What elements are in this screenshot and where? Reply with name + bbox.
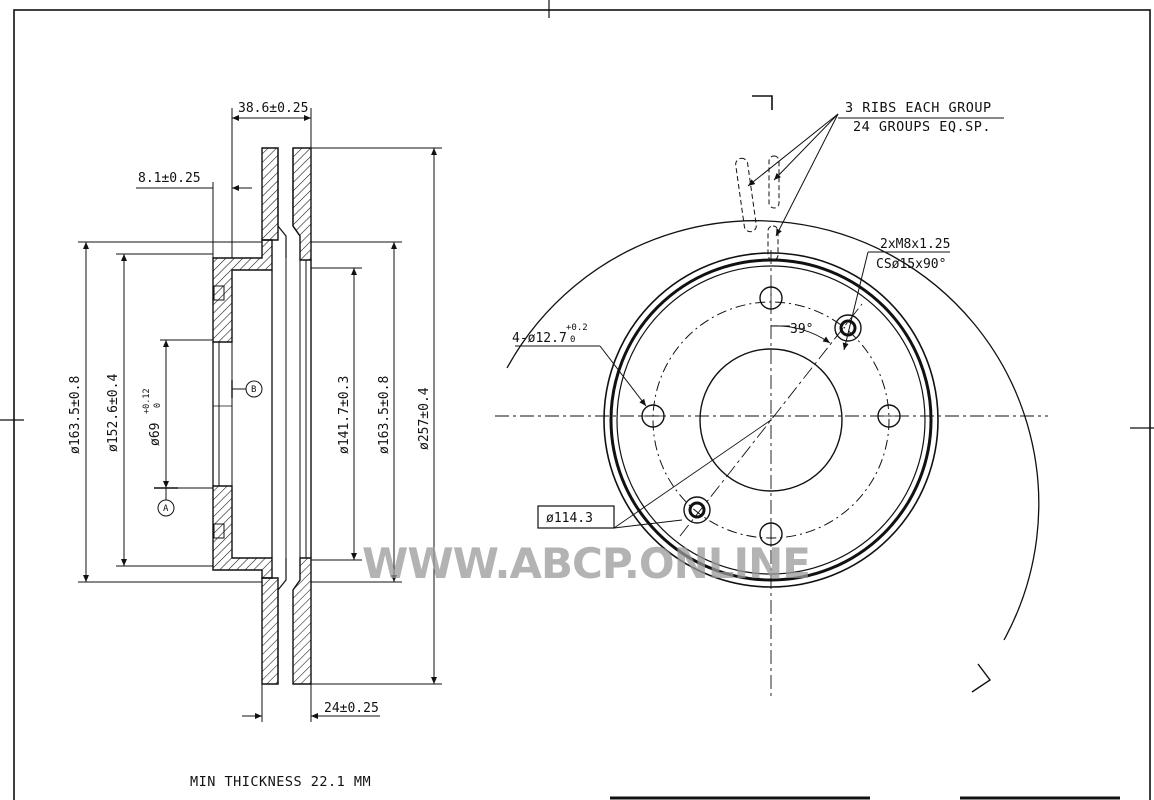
min-thickness-note: MIN THICKNESS 22.1 MM [190, 774, 371, 790]
center-bore [699, 348, 843, 492]
datum-a-label: A [163, 504, 169, 514]
bolt-tol-lower: 0 [570, 335, 575, 345]
dim-overall-width: 38.6±0.25 [238, 101, 308, 116]
pcd-label: ø114.3 [546, 511, 593, 526]
ribs-note-line1: 3 RIBS EACH GROUP [845, 100, 992, 116]
dim-hat-wall: 8.1±0.25 [138, 171, 201, 186]
dim-center-bore-dia: ø69 [148, 423, 163, 446]
dim-disc-thickness: 24±0.25 [324, 701, 379, 716]
hat-wall-upper [212, 239, 273, 343]
angle-label: 39° [790, 322, 813, 337]
dim-hat-inner-dia: ø152.6±0.4 [106, 374, 121, 452]
hat-ring-inner [616, 265, 926, 575]
cooling-ribs [735, 155, 780, 261]
hub-face [212, 258, 312, 558]
dim-bore-tol-lower: 0 [153, 403, 163, 408]
rib-leaders [747, 113, 1004, 237]
section-view: 38.6±0.25 8.1±0.25 24±0.25 ø163.5±0.8 ø1… [68, 101, 442, 722]
watermark: WWW.ABCP.ONLINE [362, 539, 810, 588]
section-dimensions [78, 108, 442, 722]
bolt-tol-upper: +0.2 [566, 323, 588, 333]
bolt-holes [640, 285, 902, 547]
hat-wall-lower [212, 485, 273, 579]
front-view [495, 95, 1048, 700]
pcd-box [537, 505, 615, 529]
bolt-holes-note: 4-ø12.7 [512, 331, 567, 346]
dim-outer-dia: ø257±0.4 [417, 387, 432, 450]
dim-hat-outer-dia: ø163.5±0.8 [68, 376, 83, 454]
dim-bore-tol-upper: +0.12 [142, 388, 152, 414]
datum-b-label: B [251, 385, 256, 395]
dim-inner-friction-dia: ø141.7±0.3 [337, 376, 352, 454]
upper-friction-ring [261, 147, 312, 261]
ribs-note-line2: 24 GROUPS EQ.SP. [853, 119, 991, 135]
thread-note-line2: CSø15x90° [876, 257, 946, 272]
outer-disc-edge [506, 220, 1040, 641]
dim-hat-outer-dia-right: ø163.5±0.8 [377, 376, 392, 454]
thread-note-line1: 2xM8x1.25 [880, 237, 950, 252]
threaded-holes [683, 314, 862, 524]
